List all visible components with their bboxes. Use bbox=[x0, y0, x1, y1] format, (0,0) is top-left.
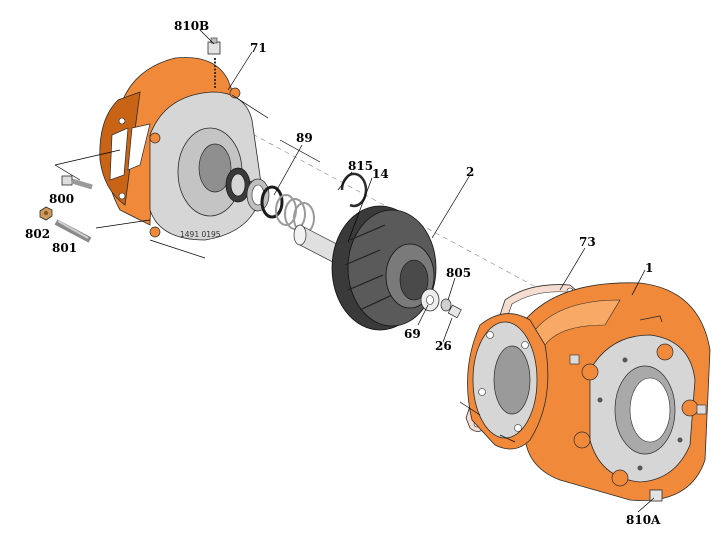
callout-71: 71 bbox=[250, 41, 267, 55]
intermediate-casing-icon bbox=[99, 57, 263, 241]
callout-69: 69 bbox=[404, 327, 421, 341]
callout-802: 802 bbox=[25, 227, 50, 241]
callout-73: 73 bbox=[579, 235, 596, 249]
callout-89: 89 bbox=[296, 131, 313, 145]
pump-casing-icon bbox=[467, 282, 711, 501]
impeller-screw-icon bbox=[447, 304, 462, 319]
callout-14: 14 bbox=[372, 167, 389, 181]
stud-801-icon bbox=[54, 219, 92, 243]
plug-810a-icon bbox=[649, 489, 663, 502]
document-number: 1491 0195 bbox=[180, 230, 221, 239]
bolt-800-icon bbox=[61, 175, 93, 190]
callout-810a: 810A bbox=[626, 513, 661, 527]
leader-lines bbox=[54, 29, 655, 513]
callout-801: 801 bbox=[52, 241, 77, 255]
callout-2: 2 bbox=[466, 165, 474, 179]
nut-802-icon bbox=[39, 206, 53, 221]
callout-800: 800 bbox=[49, 192, 74, 206]
washer-69-icon bbox=[420, 288, 440, 312]
callout-815: 815 bbox=[348, 159, 373, 173]
callout-810b: 810B bbox=[174, 19, 209, 33]
mechanical-seal-icon bbox=[225, 167, 315, 234]
callout-1: 1 bbox=[645, 261, 653, 275]
callout-26: 26 bbox=[435, 339, 452, 353]
assembly-axis bbox=[244, 129, 561, 301]
retaining-ring-icon bbox=[340, 172, 368, 208]
plug-810b-icon bbox=[207, 37, 221, 88]
impeller-icon bbox=[331, 205, 437, 331]
callout-labels: 810B 71 89 815 14 2 73 1 800 802 801 805… bbox=[25, 19, 661, 527]
washer-805-icon bbox=[440, 298, 452, 312]
callout-805: 805 bbox=[446, 266, 471, 280]
